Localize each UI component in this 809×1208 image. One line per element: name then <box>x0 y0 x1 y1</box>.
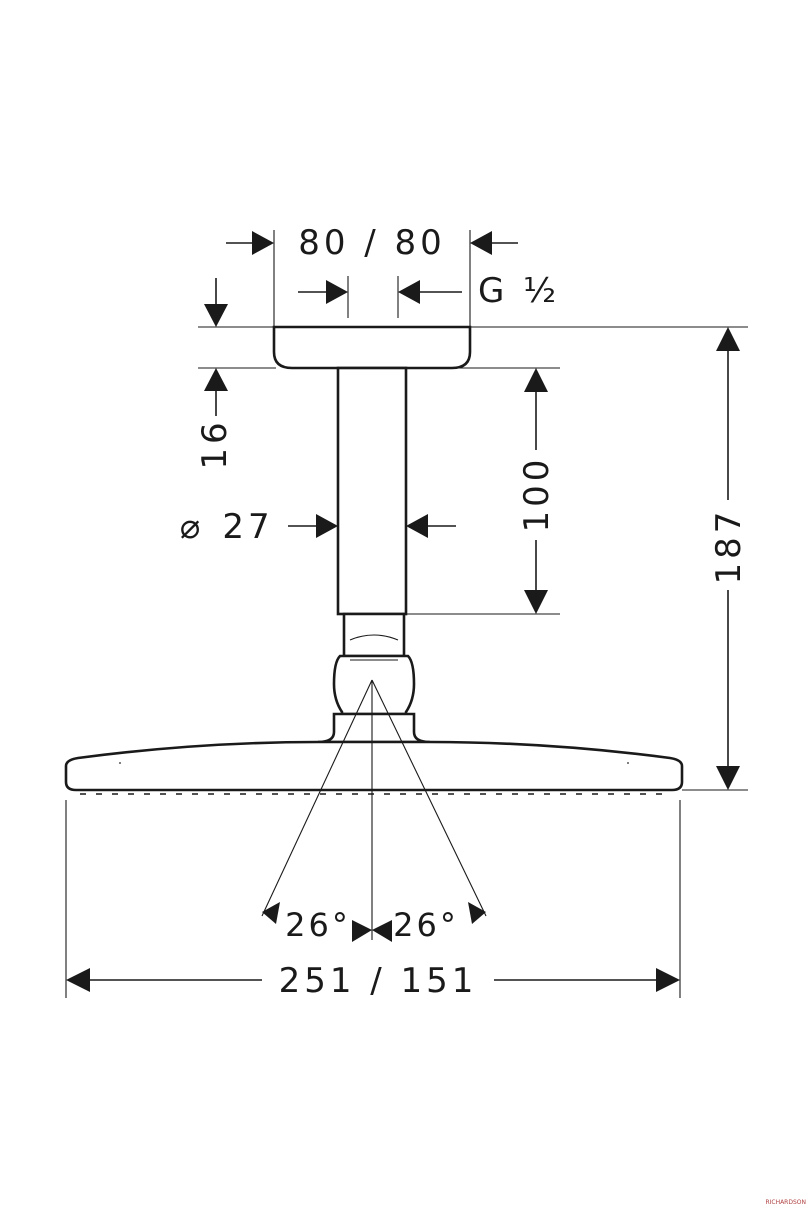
spray-angle-lines <box>261 679 487 940</box>
ball-joint <box>317 612 431 744</box>
dimension-lines <box>88 242 729 981</box>
dim-flange-label: 16 <box>195 418 235 469</box>
shower-head-plate <box>64 740 684 792</box>
watermark-text: RICHARDSON <box>765 1199 806 1206</box>
dim-thread-label: G ½ <box>478 271 560 311</box>
extension-lines <box>65 230 748 998</box>
dim-width-label: 251 / 151 <box>279 961 478 1001</box>
dim-total-height-label: 187 <box>709 508 749 585</box>
dim-top-label: 80 / 80 <box>298 223 446 263</box>
shower-arm <box>336 366 408 616</box>
dim-arm-length-label: 100 <box>517 456 557 533</box>
dim-angle-right-label: 26° <box>393 906 459 944</box>
ceiling-flange <box>272 325 472 370</box>
dim-diameter-symbol: ⌀ <box>180 507 204 547</box>
dim-angle-left-label: 26° <box>285 906 351 944</box>
dim-diameter-label: 27 <box>222 507 273 547</box>
arrowheads <box>66 231 740 992</box>
